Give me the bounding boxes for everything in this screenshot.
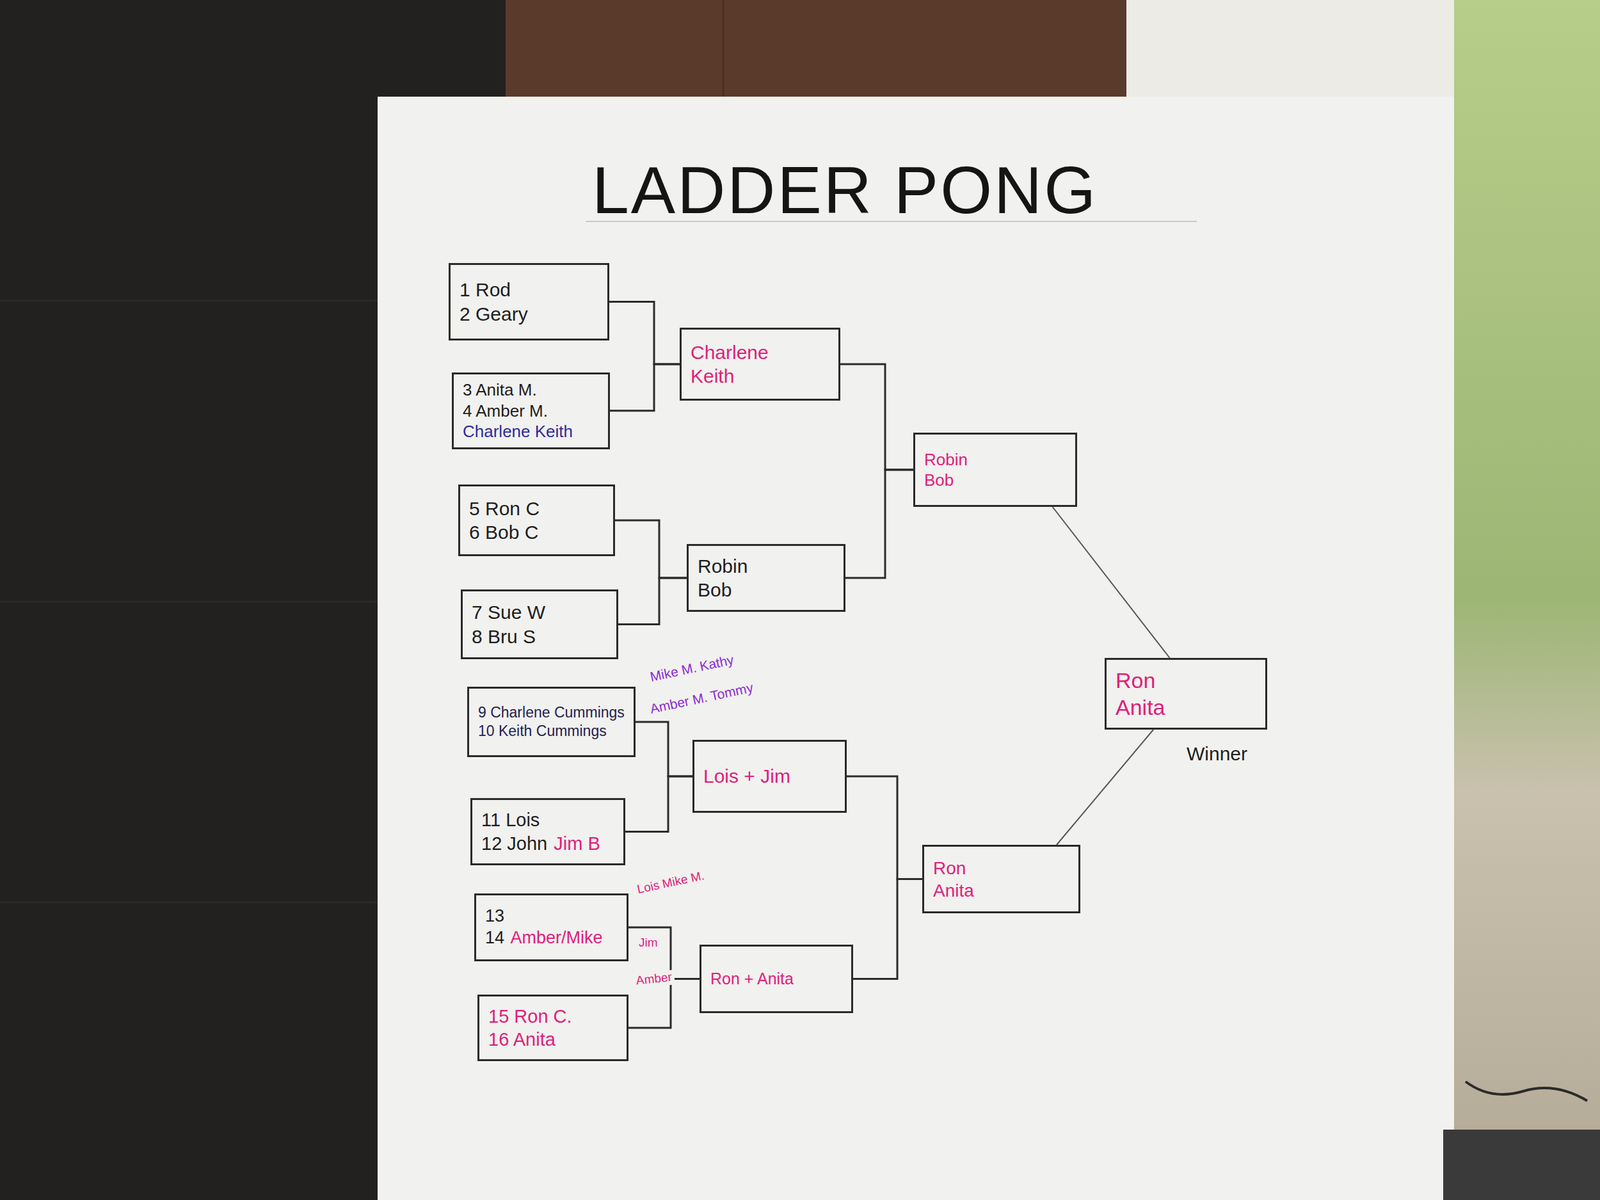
bracket-line — [846, 776, 923, 880]
text-row: 3 Anita M. — [462, 379, 600, 401]
player-name: Robin Bob — [924, 449, 991, 491]
bracket-box: Ron Anita — [922, 844, 1081, 914]
bracket-line — [840, 364, 914, 470]
player-name: 9 Charlene Cummings — [478, 703, 625, 722]
bracket-line — [853, 879, 923, 980]
bracket-line — [618, 577, 687, 625]
note-label: Jim — [636, 935, 661, 951]
player-name: Ron Anita — [1115, 666, 1181, 722]
player-name: 6 Bob C — [469, 520, 539, 545]
player-name: 16 Anita — [488, 1027, 556, 1051]
text-row: 7 Sue W — [471, 600, 608, 625]
bracket-line — [845, 469, 914, 578]
bracket-line — [609, 302, 680, 365]
player-name: 14 — [485, 927, 505, 950]
board-title: LADDER PONG — [592, 153, 1098, 227]
bracket-box: Robin Bob — [686, 544, 846, 612]
player-name: Ron + Anita — [710, 968, 794, 989]
bracket-line — [635, 721, 693, 777]
yard — [1454, 0, 1600, 1200]
bracket-box: Robin Bob — [913, 432, 1078, 507]
block-joint — [0, 300, 378, 303]
cable — [1465, 1081, 1588, 1101]
note-label: Mike M. Kathy — [645, 650, 738, 686]
note-label: Amber M. Tommy — [645, 678, 758, 717]
bracket-box: 11 Lois12 JohnJim B — [470, 798, 626, 866]
player-name: Charlene Keith — [462, 421, 573, 443]
brick-joint — [722, 0, 725, 98]
text-row: 11 Lois — [481, 808, 615, 832]
text-row: 12 JohnJim B — [481, 832, 615, 856]
brick-beam — [505, 0, 1127, 98]
block-joint — [0, 600, 378, 603]
winner-label: Winner — [1184, 742, 1250, 766]
bracket-box: Lois + Jim — [692, 739, 847, 813]
text-row: 8 Bru S — [471, 624, 608, 649]
player-name: 4 Amber M. — [462, 400, 548, 422]
text-row: Lois + Jim — [703, 764, 836, 789]
text-row: 6 Bob C — [469, 520, 605, 545]
text-row: 5 Ron C — [469, 496, 605, 521]
bracket-box: 1 Rod2 Geary — [448, 263, 610, 341]
text-row: Charlene Keith — [690, 340, 830, 389]
bracket-box: Charlene Keith — [679, 327, 841, 401]
bracket-box: 1314Amber/Mike — [474, 893, 629, 962]
bracket-box: Ron + Anita — [699, 944, 854, 1014]
block-joint — [0, 901, 378, 904]
player-name: 10 Keith Cummings — [478, 721, 607, 741]
player-name: 1 Rod — [459, 277, 511, 303]
player-name: 3 Anita M. — [462, 379, 537, 401]
text-row: 14Amber/Mike — [485, 927, 618, 950]
text-row: Robin Bob — [697, 554, 835, 603]
player-name: 2 Geary — [459, 302, 528, 327]
bracket-box: 9 Charlene Cummings10 Keith Cummings — [467, 686, 636, 758]
text-row: 13 — [485, 905, 618, 928]
text-row: Robin Bob — [924, 449, 1067, 491]
player-name: Ron Anita — [933, 856, 987, 902]
player-name: 15 Ron C. — [488, 1004, 573, 1028]
player-name: Amber/Mike — [510, 927, 603, 950]
text-row: Ron Anita — [1115, 666, 1257, 722]
text-row: 15 Ron C. — [488, 1004, 618, 1028]
text-row: 16 Anita — [488, 1027, 618, 1051]
text-row: Charlene Keith — [462, 421, 600, 443]
bright-wall — [1126, 0, 1460, 98]
text-row: Ron + Anita — [710, 968, 843, 989]
player-name: 7 Sue W — [471, 600, 546, 625]
text-row: 9 Charlene Cummings — [478, 703, 625, 722]
text-row: 2 Geary — [459, 302, 599, 327]
bracket-box: 3 Anita M.4 Amber M.Charlene Keith — [451, 372, 610, 450]
note-label: Amber — [632, 969, 676, 989]
bracket-box: Ron Anita — [1104, 657, 1268, 730]
player-name: Lois + Jim — [703, 764, 791, 789]
bracket-line — [615, 520, 687, 578]
bracket-line — [1052, 506, 1170, 658]
note-label: Lois Mike M. — [633, 867, 709, 898]
text-row: 4 Amber M. — [462, 400, 600, 422]
player-name: 13 — [485, 905, 505, 928]
whiteboard — [377, 96, 1455, 1200]
bracket-box: 7 Sue W8 Bru S — [460, 589, 619, 660]
bracket-line — [1056, 729, 1154, 845]
player-name: Jim B — [553, 832, 601, 856]
player-name: 11 Lois — [481, 808, 540, 832]
player-name: Robin Bob — [697, 554, 775, 603]
player-name: 5 Ron C — [469, 496, 540, 521]
text-row: Ron Anita — [933, 856, 1070, 902]
player-name: 12 John — [481, 832, 548, 856]
bracket-box: 5 Ron C6 Bob C — [458, 484, 616, 557]
stand-object — [1443, 1129, 1600, 1200]
player-name: Charlene Keith — [690, 340, 806, 389]
bracket-line — [625, 776, 693, 832]
bracket-line — [609, 364, 680, 411]
player-name: 8 Bru S — [471, 624, 536, 649]
bracket-box: 15 Ron C.16 Anita — [477, 994, 629, 1062]
text-row: 1 Rod — [459, 277, 599, 303]
text-row: 10 Keith Cummings — [478, 721, 625, 741]
